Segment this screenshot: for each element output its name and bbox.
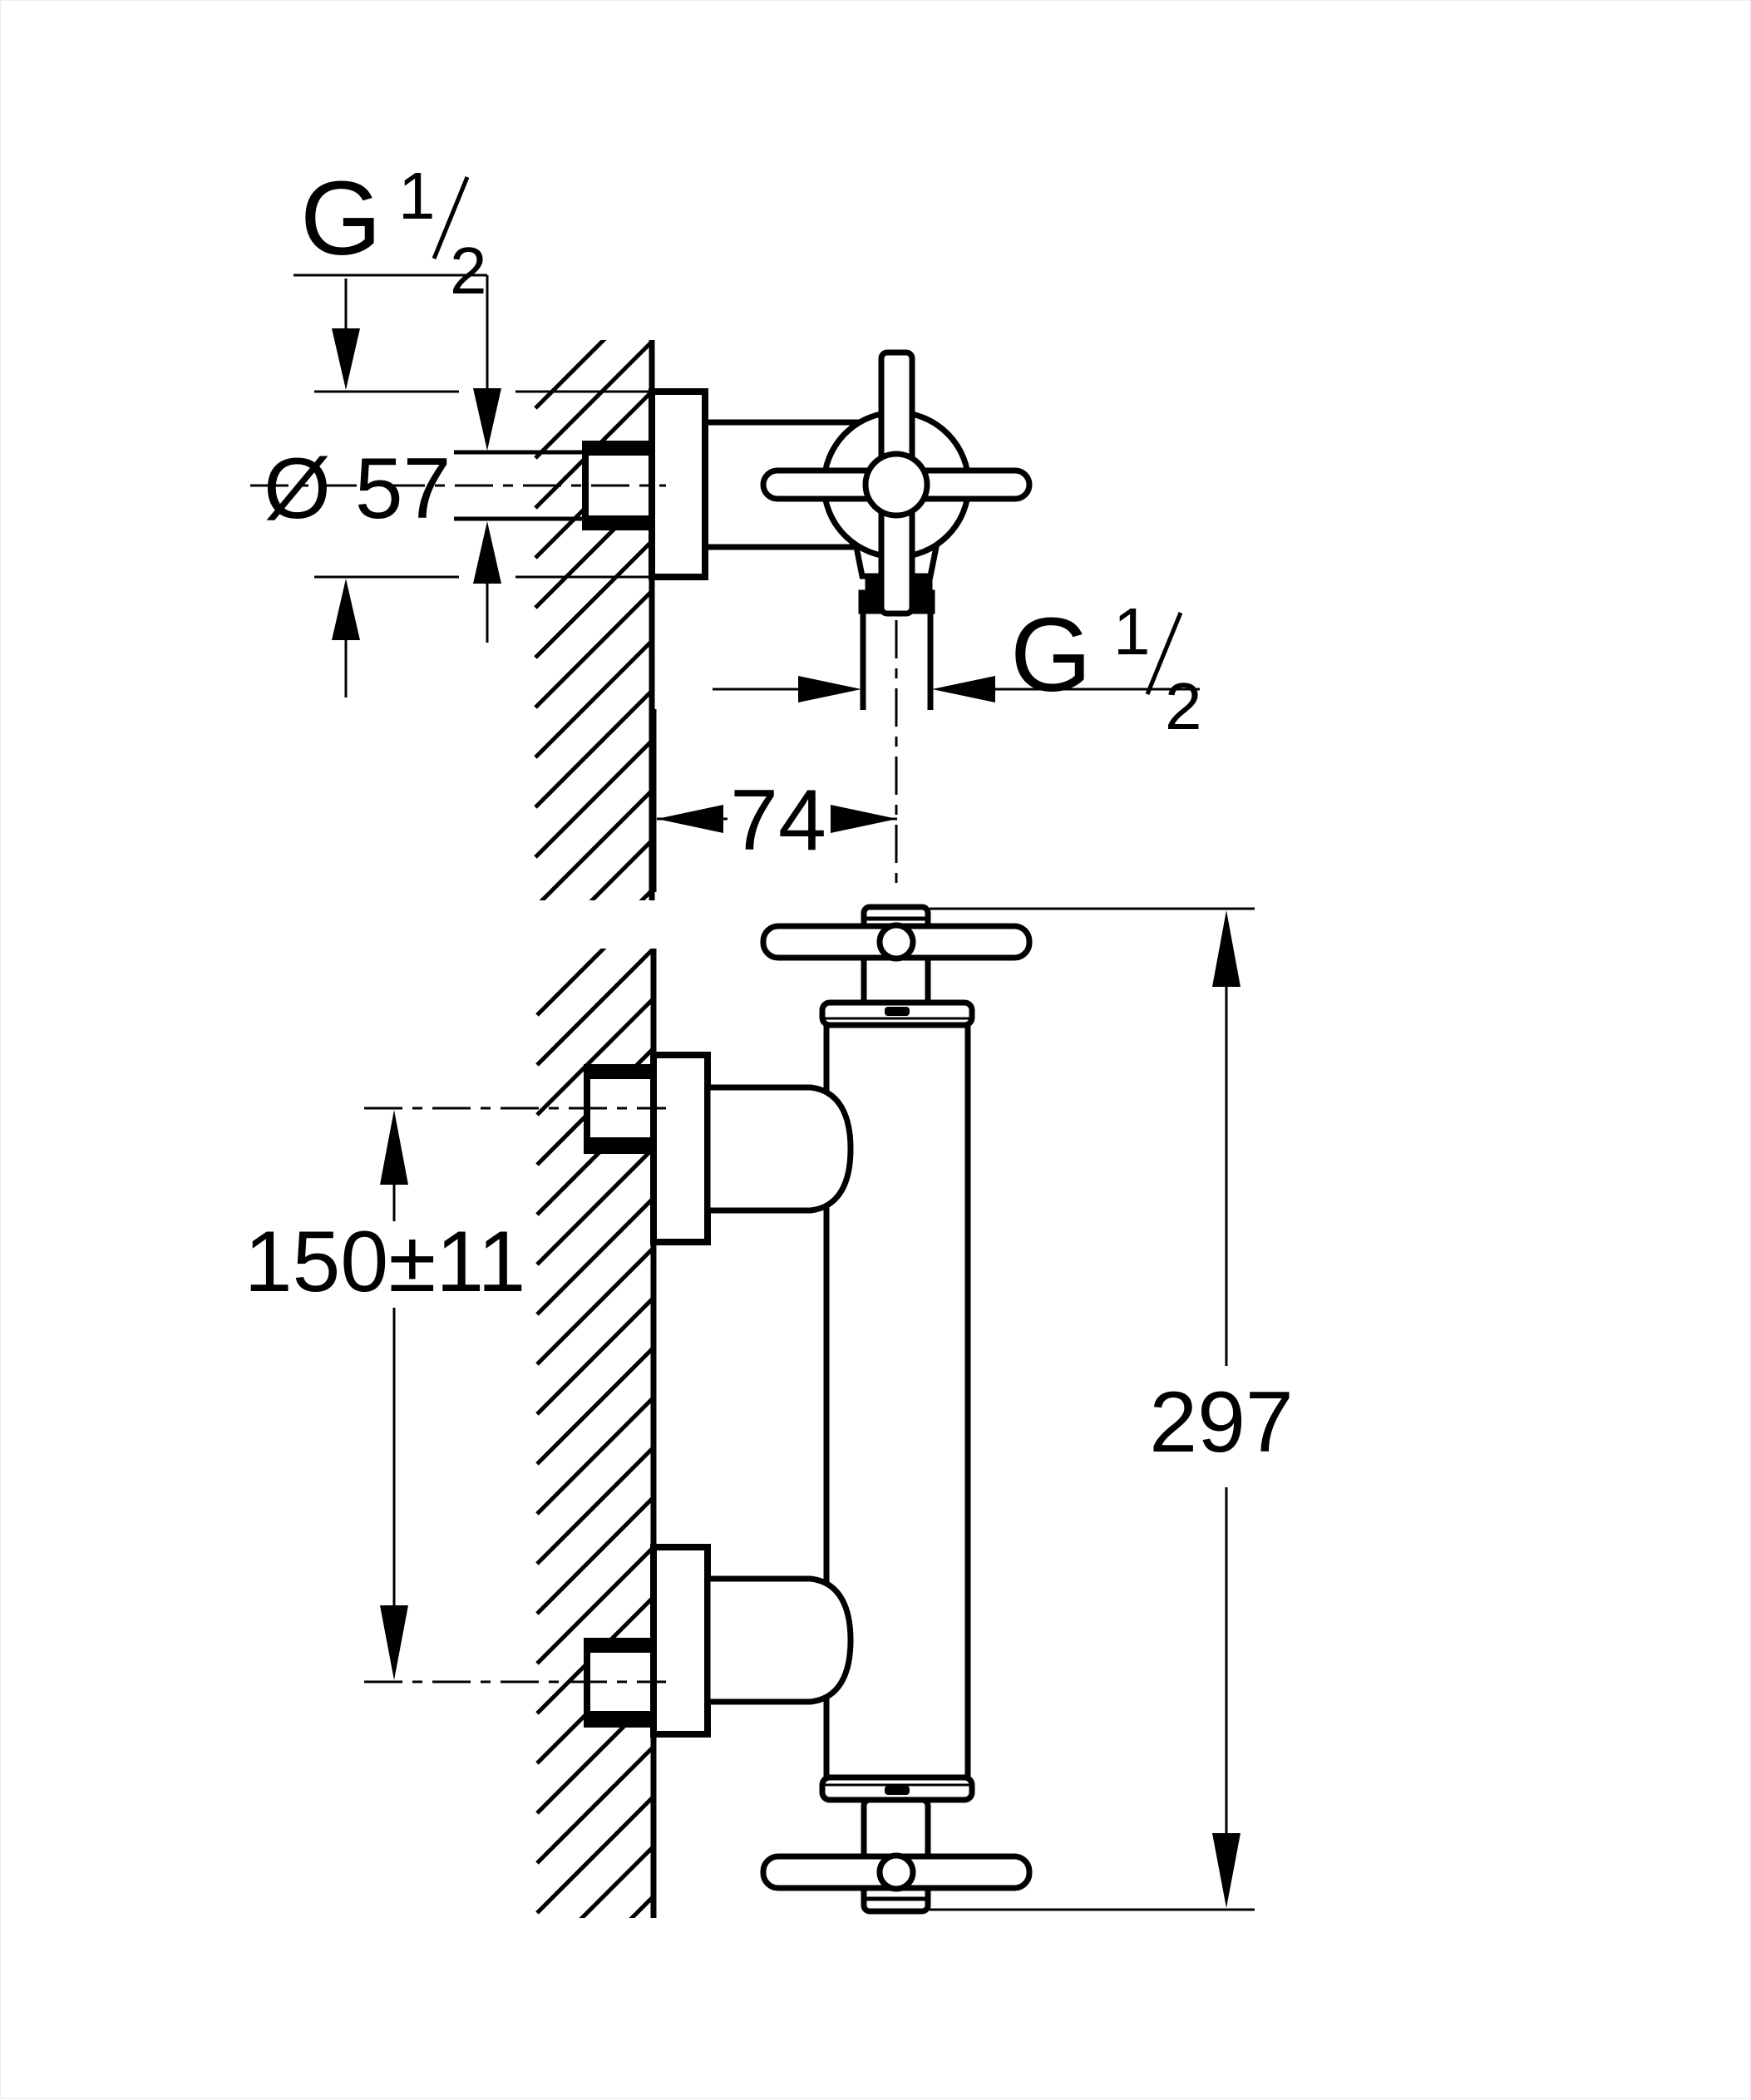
fraction-slash	[1145, 612, 1183, 695]
cross-handle-hub-bottom	[876, 1852, 916, 1892]
dimension-thread-outlet: G 1 2	[713, 594, 1202, 743]
escutcheon-side	[649, 388, 708, 580]
union-nut-bottom-thread-mark-upper	[585, 1639, 655, 1653]
depth-text: 74	[730, 772, 826, 869]
arrowhead-down	[1212, 1833, 1240, 1908]
arrowhead-up	[380, 1110, 408, 1185]
thread-outlet-denominator: 2	[1165, 669, 1202, 743]
bonnet-bottom-index-mark	[885, 1786, 910, 1795]
arrowhead-up	[332, 579, 360, 640]
inlet-thread-mark-top	[584, 442, 654, 456]
arrowhead-left	[932, 676, 995, 702]
arrowhead-up	[473, 521, 501, 584]
arrowhead-right	[798, 676, 861, 702]
dimension-depth-74: 74	[654, 709, 897, 892]
dimension-height-297: 297	[930, 907, 1294, 1911]
dimension-thread-wall: G 1 2	[293, 159, 585, 643]
front-view-dimensions: 150±11 297	[244, 907, 1294, 1911]
union-cone-bottom	[704, 1575, 854, 1705]
thread-wall-main: G	[300, 160, 382, 277]
fraction-slash	[432, 176, 470, 259]
spacing-text: 150±11	[244, 1214, 526, 1310]
dimension-flange-diameter: Ø 57	[264, 279, 652, 698]
arrowhead-up	[1212, 910, 1240, 987]
arrowhead-right	[831, 805, 897, 833]
side-view	[534, 340, 1033, 900]
union-nut-bottom-thread-mark-lower	[585, 1711, 655, 1724]
side-view-dimensions: G 1 2 Ø 57	[250, 159, 1202, 892]
flange-diameter-text: Ø 57	[264, 441, 451, 537]
wall-hatch-side	[534, 340, 652, 900]
arrowhead-down	[473, 388, 501, 451]
outlet-thread-mark-left-lower	[860, 594, 880, 609]
arrowhead-down	[380, 1605, 408, 1680]
escutcheon-bottom	[650, 1544, 711, 1738]
escutcheon-top	[650, 1052, 711, 1245]
outlet-thread-mark-right-upper	[913, 574, 930, 594]
arrowhead-down	[332, 328, 360, 390]
union-cone-top	[704, 1084, 854, 1214]
thread-wall-denominator: 2	[450, 234, 487, 308]
union-nut-top-thread-mark-lower	[585, 1137, 655, 1151]
bonnet-top-index-mark	[885, 1007, 910, 1016]
handle-hub-circle	[862, 451, 930, 519]
dimension-spacing-150: 150±11	[244, 1110, 526, 1680]
height-text: 297	[1149, 1374, 1294, 1471]
front-view	[535, 904, 1033, 1918]
thread-outlet-numerator: 1	[1113, 594, 1151, 668]
thread-outlet-main: G	[1010, 596, 1092, 713]
outlet-thread-mark-right-lower	[912, 594, 932, 609]
thread-wall-numerator: 1	[398, 159, 436, 233]
cross-handle-hub-top	[876, 922, 916, 962]
inlet-thread-mark-bottom	[584, 515, 654, 529]
outlet-thread-mark-left-upper	[866, 574, 882, 594]
union-nut-top-thread-mark-upper	[585, 1066, 655, 1079]
